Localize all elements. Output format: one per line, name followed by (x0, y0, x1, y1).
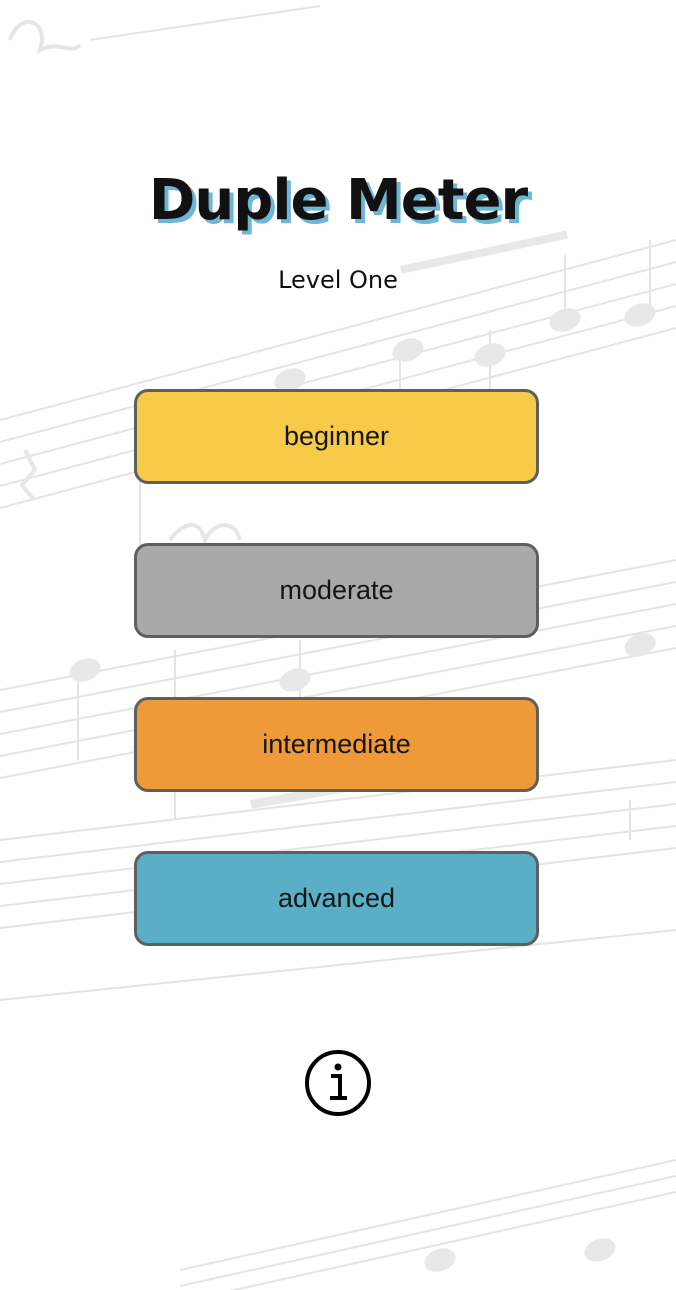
info-button[interactable] (304, 1049, 372, 1117)
advanced-button[interactable]: advanced (134, 851, 539, 946)
intermediate-button[interactable]: intermediate (134, 697, 539, 792)
beginner-button-label: beginner (283, 421, 390, 451)
level-subtitle: Level One (278, 266, 398, 294)
app-title: Duple Meter (148, 168, 528, 233)
beginner-button[interactable]: beginner (134, 389, 539, 484)
intermediate-button-label: intermediate (262, 729, 411, 759)
moderate-button[interactable]: moderate (134, 543, 539, 638)
moderate-button-label: moderate (279, 575, 394, 605)
info-icon (305, 1050, 371, 1116)
advanced-button-label: advanced (277, 883, 396, 913)
